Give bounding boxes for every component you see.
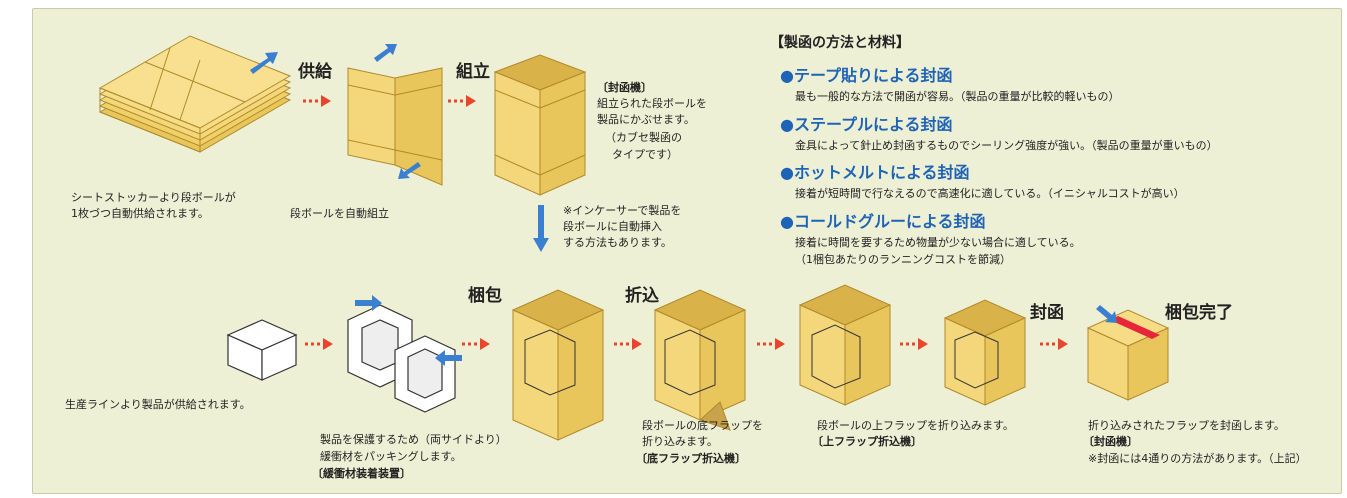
caption-final-2: 〔封函機〕	[1083, 435, 1138, 448]
feed-arrow	[250, 52, 278, 74]
label-pack: 梱包	[468, 286, 502, 306]
push-arrow-down	[398, 162, 421, 179]
flow-arrow-2	[448, 95, 476, 107]
label-complete: 梱包完了	[1165, 303, 1233, 323]
method-desc-hotmelt: 接着が短時間で行なえるので高速化に適している。（イニシャルコストが高い）	[795, 187, 1185, 200]
caption-caser-2: 製品にかぶせます。	[597, 113, 695, 126]
caption-final-1: 折り込みされたフラップを封函します。	[1088, 419, 1285, 432]
caption-inserter-3: する方法もあります。	[563, 236, 672, 249]
caption-inserter-1: ※インケーサーで製品を	[563, 204, 682, 217]
top-flap-box-illustration	[798, 284, 892, 406]
label-seal: 封函	[1030, 303, 1064, 323]
cushion-arrow-1	[355, 295, 382, 311]
label-fold: 折込	[625, 286, 659, 306]
cushion-arrow-2	[435, 350, 462, 366]
caption-caser-4: タイプです）	[612, 148, 678, 161]
label-assembly: 組立	[456, 62, 490, 82]
label-supply: 供給	[298, 62, 332, 82]
method-desc-tape: 最も一般的な方法で開函が容易。（製品の重量が比較的軽いもの）	[795, 90, 1120, 103]
cardboard-stack-illustration	[98, 35, 292, 153]
flow-arrow-5	[614, 338, 642, 350]
flow-arrow-3	[305, 338, 333, 350]
method-title-hotmelt: ●ホットメルトによる封函	[780, 163, 970, 182]
flow-arrow-4	[462, 338, 490, 350]
caption-inserter-2: 段ボールに自動挿入	[563, 220, 662, 233]
methods-heading: 【製函の方法と材料】	[770, 35, 910, 51]
flow-arrow-1	[303, 95, 331, 107]
caption-sheet-stacker-2: 1枚づつ自動供給されます。	[71, 207, 209, 220]
pack-box-illustration	[511, 289, 605, 441]
open-carton-illustration	[493, 54, 587, 196]
down-arrow	[533, 205, 549, 252]
caption-sheet-stacker-1: シートストッカーより段ボールが	[71, 191, 236, 204]
caption-bottom-flap-2: 折り込みます。	[642, 435, 718, 448]
caption-caser-3: （カブセ製函の	[605, 131, 682, 144]
flow-arrow-8	[1040, 338, 1068, 350]
caption-bottom-flap-1: 段ボールの底フラップを	[642, 419, 763, 432]
completed-box-illustration	[1086, 309, 1170, 401]
caption-caser-1: 組立られた段ボールを	[597, 97, 707, 110]
method-title-tape: ●テープ貼りによる封函	[780, 66, 953, 85]
caption-final-3: ※封函には4通りの方法があります。（上記）	[1088, 452, 1307, 465]
caption-cushion-2: 緩衝材をパッキングします。	[320, 450, 462, 463]
flow-arrow-6	[757, 338, 785, 350]
caption-cushion-3: 〔緩衝材装着装置〕	[312, 467, 411, 480]
method-title-staple: ●ステープルによる封函	[780, 115, 953, 134]
unfolding-carton-illustration	[347, 67, 443, 186]
fold-box-illustration	[653, 289, 747, 431]
caption-product-supply: 生産ラインより製品が供給されます。	[65, 398, 251, 411]
seal-box-illustration	[943, 299, 1027, 406]
method-desc-coldglue-2: （1梱包あたりのランニングコストを節減）	[795, 253, 1011, 266]
caption-cushion-1: 製品を保護するため（両サイドより）	[320, 433, 507, 446]
method-desc-staple: 金具によって針止め封函するものでシーリング強度が強い。（製品の重量が重いもの）	[795, 139, 1218, 152]
caption-bottom-flap-3: 〔底フラップ折込機〕	[636, 452, 746, 465]
seal-arrow	[1096, 305, 1117, 323]
product-cube-illustration	[226, 319, 298, 381]
flow-arrow-7	[900, 338, 928, 350]
method-desc-coldglue: 接着に時間を要するため物量が少ない場合に適している。	[795, 236, 1081, 249]
caption-caser-title: 〔封函機〕	[597, 81, 652, 94]
caption-auto-assemble: 段ボールを自動組立	[290, 207, 389, 220]
method-title-coldglue: ●コールドグルーによる封函	[780, 212, 986, 231]
caption-top-flap-2: 〔上フラップ折込機〕	[812, 435, 922, 448]
caption-top-flap-1: 段ボールの上フラップを折り込みます。	[817, 419, 1014, 432]
push-arrow-up	[374, 44, 397, 62]
